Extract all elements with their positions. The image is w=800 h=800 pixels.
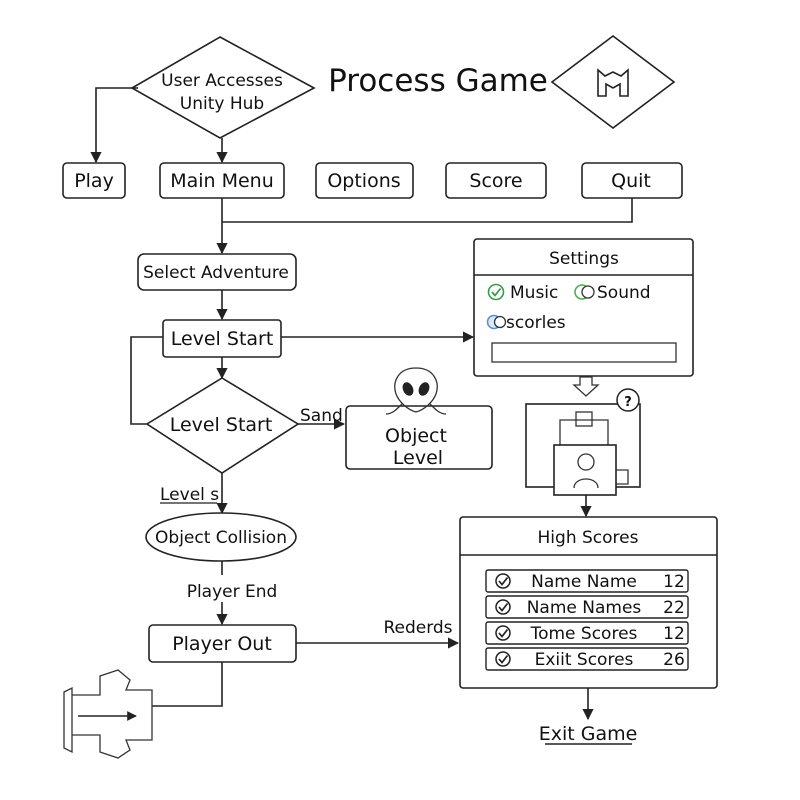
player-body-icon	[573, 478, 599, 489]
settings-text-field[interactable]	[491, 342, 677, 363]
high-score-name: Name Names	[527, 598, 642, 618]
high-score-row[interactable]: Name Name 12	[485, 569, 689, 593]
high-score-row[interactable]: Exiit Scores 26	[485, 647, 689, 671]
check-circle-icon	[487, 283, 505, 301]
player-out-node[interactable]: Player Out	[148, 624, 297, 663]
select-adventure-node[interactable]: Select Adventure	[137, 253, 297, 291]
logo-emblem-icon	[597, 68, 629, 97]
game-logo	[550, 34, 676, 130]
exit-game-node[interactable]: Exit Game	[539, 723, 638, 745]
exit-door-icon	[63, 669, 153, 759]
level-start-node[interactable]: Level Start	[162, 319, 282, 358]
high-score-value: 26	[663, 650, 685, 670]
quit-node[interactable]: Quit	[581, 162, 683, 199]
player-head-icon	[577, 453, 595, 471]
select-adventure-box	[137, 253, 297, 291]
high-score-row-box	[485, 595, 689, 619]
player-frame	[553, 444, 617, 496]
object-level-label-line2: Level	[393, 447, 443, 469]
high-score-name: Exiit Scores	[535, 650, 634, 670]
object-level-label-line1: Object	[385, 425, 447, 447]
toggle-icon	[486, 314, 507, 330]
settings-option-label: Sound	[597, 283, 651, 303]
user-accesses-decision[interactable]: User Accesses Unity Hub	[130, 36, 316, 139]
settings-option-label: scorles	[506, 313, 566, 333]
edge-label-rederds: Rederds	[383, 618, 452, 638]
high-score-row[interactable]: Tome Scores 12	[485, 621, 689, 645]
settings-panel: Settings Music Sound scorles	[473, 238, 694, 377]
score-box	[445, 162, 547, 199]
high-score-value: 12	[663, 572, 685, 592]
options-label: Options	[327, 170, 400, 192]
options-box	[315, 162, 414, 199]
high-score-row[interactable]: Name Names 22	[485, 595, 689, 619]
edge-label-player-end: Player End	[187, 582, 278, 602]
score-node[interactable]: Score	[445, 162, 547, 199]
object-collision-node[interactable]: Object Collision	[145, 512, 297, 562]
settings-panel-frame	[473, 238, 694, 377]
high-score-row-box	[485, 569, 689, 593]
user-accesses-label-line2: Unity Hub	[180, 94, 264, 114]
toggle-icon	[574, 284, 595, 300]
check-circle-icon	[495, 599, 511, 615]
edge-start-to-play	[90, 87, 138, 164]
level-start-box-label: Level Start	[171, 328, 274, 350]
object-level-box	[345, 405, 493, 470]
object-level-node[interactable]: Object Level	[345, 405, 493, 470]
play-box	[62, 162, 126, 199]
settings-option-sound[interactable]: Sound	[574, 283, 651, 303]
help-marker: ?	[624, 395, 632, 410]
exit-game-label: Exit Game	[539, 723, 638, 745]
score-label: Score	[469, 170, 522, 192]
check-circle-icon	[495, 651, 511, 667]
logo-diamond-shape	[550, 34, 676, 130]
settings-option-label: Music	[510, 283, 558, 303]
settings-title: Settings	[549, 249, 619, 269]
settings-option-scorles[interactable]: scorles	[486, 313, 566, 333]
diagram-title: Process Game	[328, 63, 548, 99]
edge-label-level-s: Level s	[160, 485, 219, 505]
check-circle-icon	[495, 625, 511, 641]
high-scores-title: High Scores	[538, 528, 639, 548]
high-score-value: 12	[663, 624, 685, 644]
settings-option-music[interactable]: Music	[487, 283, 559, 303]
check-circle-icon	[495, 573, 511, 589]
object-collision-ellipse	[145, 512, 297, 562]
options-node[interactable]: Options	[315, 162, 414, 199]
alien-icon	[385, 367, 447, 415]
start-diamond-shape	[130, 36, 316, 139]
edge-loop-left	[130, 336, 163, 425]
monitor-icon	[559, 419, 609, 445]
level-start-decision-label: Level Start	[170, 414, 273, 436]
down-arrow-icon	[572, 376, 600, 397]
main-menu-node[interactable]: Main Menu	[159, 162, 285, 199]
edge-label-sand: Sand	[300, 406, 343, 426]
main-menu-label: Main Menu	[170, 170, 274, 192]
select-adventure-label: Select Adventure	[143, 263, 289, 283]
edge-quit-to-main-line	[222, 198, 633, 223]
player-illustration: ?	[525, 388, 641, 496]
object-collision-label: Object Collision	[155, 528, 287, 548]
high-score-name: Name Name	[531, 572, 637, 592]
high-score-row-box	[485, 621, 689, 645]
play-label: Play	[74, 170, 114, 192]
edge-player-out-to-exit	[152, 662, 223, 707]
user-accesses-label-line1: User Accesses	[161, 71, 283, 91]
high-score-value: 22	[663, 598, 685, 618]
high-score-row-box	[485, 647, 689, 671]
level-start-decision[interactable]: Level Start	[145, 377, 300, 474]
play-node[interactable]: Play	[62, 162, 126, 199]
player-out-label: Player Out	[172, 633, 272, 655]
quit-label: Quit	[611, 170, 651, 192]
high-score-name: Tome Scores	[530, 624, 638, 644]
help-icon[interactable]	[616, 388, 640, 412]
